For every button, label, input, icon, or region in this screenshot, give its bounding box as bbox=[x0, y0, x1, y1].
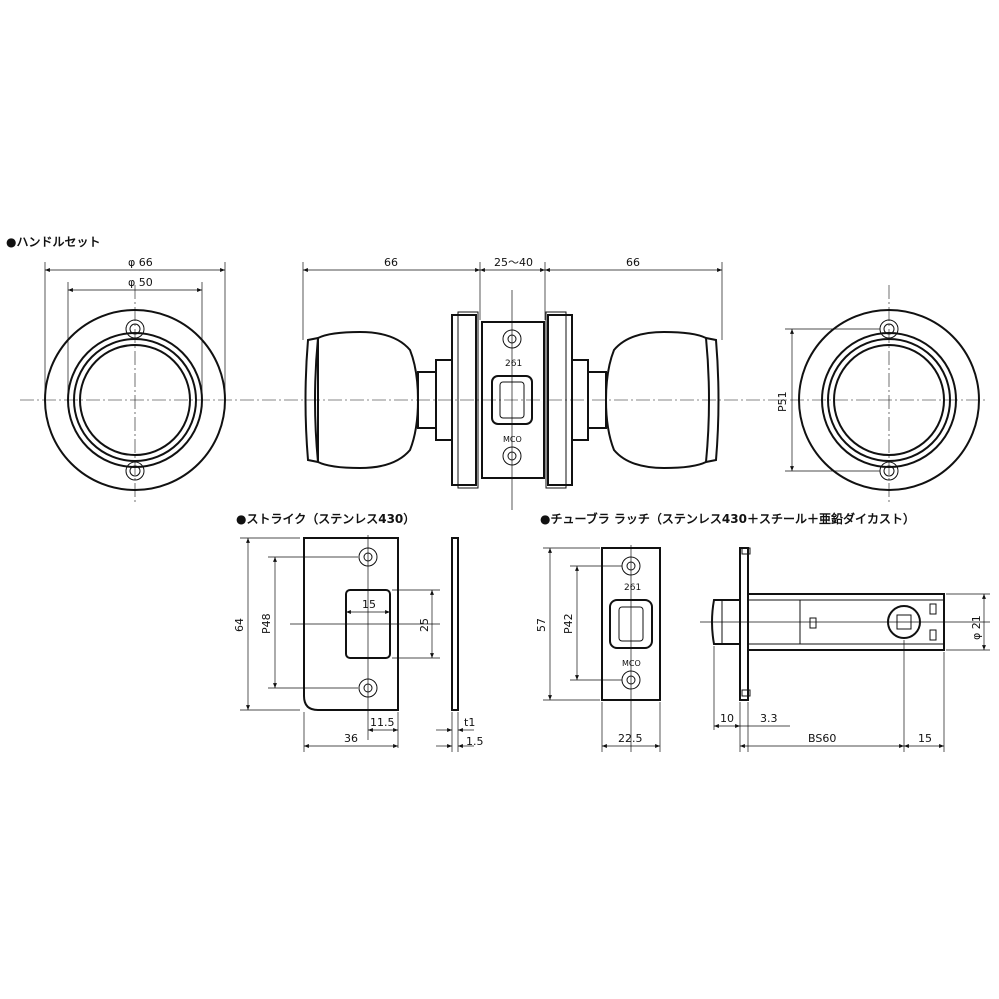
svg-text:MCO: MCO bbox=[503, 435, 522, 444]
strike-title: ●ストライク（ステンレス430） bbox=[236, 511, 415, 526]
latch-15-dimension: 15 bbox=[904, 652, 945, 752]
svg-text:15: 15 bbox=[362, 598, 376, 611]
svg-text:261: 261 bbox=[624, 583, 641, 593]
svg-text:11.5: 11.5 bbox=[370, 716, 395, 729]
svg-text:P48: P48 bbox=[260, 613, 273, 634]
latch-title: ●チューブラ ラッチ（ステンレス430＋スチール＋亜鉛ダイカスト） bbox=[540, 511, 915, 526]
handle-set-title: ●ハンドルセット bbox=[6, 235, 100, 249]
phi66-dimension: φ 66 bbox=[44, 256, 226, 398]
svg-text:66: 66 bbox=[626, 256, 640, 269]
right-rosette bbox=[798, 285, 980, 505]
svg-text:36: 36 bbox=[344, 732, 358, 745]
knob-assembly: 261 MCO bbox=[304, 290, 720, 510]
svg-text:MCO: MCO bbox=[622, 659, 641, 668]
strike-thickness-dimension: t1 1.5 bbox=[436, 712, 484, 752]
phi50-dimension: φ 50 bbox=[67, 276, 203, 398]
svg-text:φ 50: φ 50 bbox=[128, 276, 153, 289]
latch-10-dimension: 10 bbox=[713, 646, 741, 752]
latch-57-dimension: 57 bbox=[535, 547, 600, 701]
p51-dimension: P51 bbox=[776, 328, 880, 472]
svg-text:φ 21: φ 21 bbox=[970, 615, 983, 640]
latch-22-5-dimension: 22.5 bbox=[601, 702, 661, 752]
svg-text:t1: t1 bbox=[464, 716, 475, 729]
strike-15-dimension: 15 bbox=[346, 598, 390, 614]
svg-text:22.5: 22.5 bbox=[618, 732, 643, 745]
right-66-dimension: 66 bbox=[545, 256, 723, 340]
svg-text:10: 10 bbox=[720, 712, 734, 725]
svg-text:57: 57 bbox=[535, 618, 548, 632]
strike-64-dimension: 64 bbox=[233, 537, 300, 711]
left-66-dimension: 66 bbox=[302, 256, 481, 340]
svg-text:P42: P42 bbox=[562, 613, 575, 634]
strike-11-5-dimension: 11.5 bbox=[368, 712, 399, 748]
latch-bs60-dimension: BS60 bbox=[740, 640, 905, 752]
svg-text:25: 25 bbox=[418, 618, 431, 632]
strike-p48-dimension: P48 bbox=[260, 556, 358, 689]
latch-3-3-dimension: 3.3 bbox=[740, 702, 790, 752]
door-thickness-dimension: 25〜40 bbox=[480, 256, 546, 320]
latch-faceplate: 261 MCO bbox=[601, 545, 661, 752]
svg-text:66: 66 bbox=[384, 256, 398, 269]
svg-text:P51: P51 bbox=[776, 391, 789, 412]
svg-text:BS60: BS60 bbox=[808, 732, 836, 745]
strike-25-dimension: 25 bbox=[392, 589, 440, 659]
strike-plate bbox=[290, 535, 459, 740]
left-rosette bbox=[44, 285, 226, 505]
latch-p42-dimension: P42 bbox=[562, 565, 622, 681]
svg-text:25〜40: 25〜40 bbox=[494, 256, 533, 269]
svg-text:1.5: 1.5 bbox=[466, 735, 484, 748]
latch-phi21-dimension: φ 21 bbox=[946, 593, 990, 651]
svg-text:3.3: 3.3 bbox=[760, 712, 778, 725]
svg-text:261: 261 bbox=[505, 359, 522, 369]
svg-text:64: 64 bbox=[233, 618, 246, 632]
latch-side-view bbox=[700, 547, 990, 701]
svg-text:φ 66: φ 66 bbox=[128, 256, 153, 269]
strike-36-dimension: 36 bbox=[303, 712, 398, 752]
svg-text:15: 15 bbox=[918, 732, 932, 745]
